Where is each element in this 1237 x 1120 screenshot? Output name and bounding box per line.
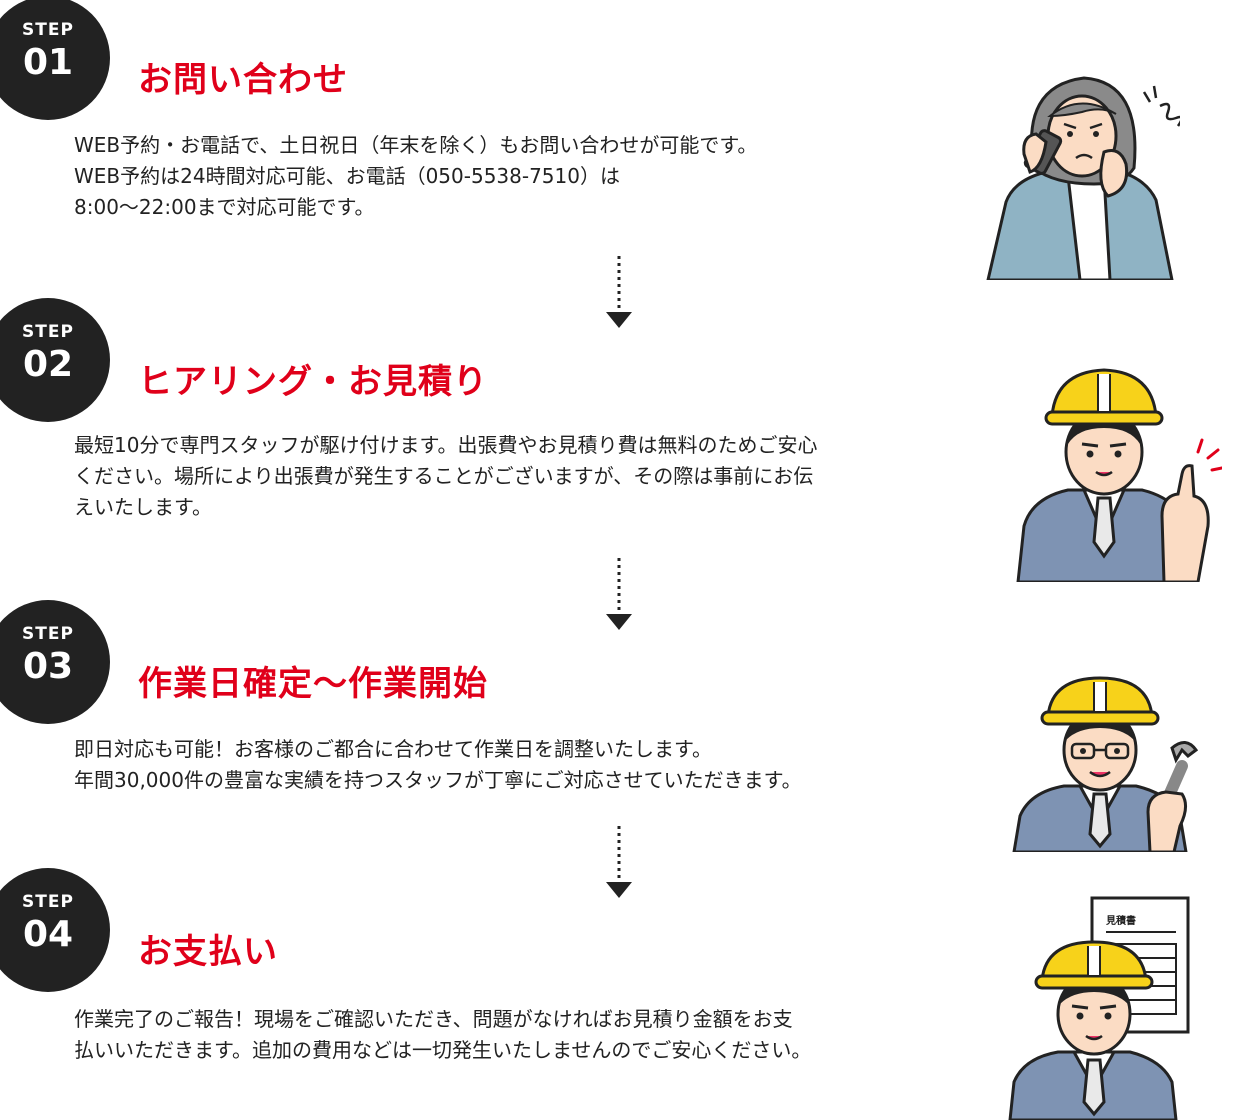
description-line: 即日対応も可能！お客様のご都合に合わせて作業日を調整いたします。 — [74, 737, 712, 761]
step-badge: STEP 03 — [0, 600, 110, 724]
description-line: 払いいただきます。追加の費用などは一切発生いたしませんのでご安心ください。 — [74, 1038, 812, 1062]
step-title: お問い合わせ — [138, 60, 348, 100]
description-line: 最短10分で専門スタッフが駆け付けます。出張費やお見積り費は無料のためご安心 — [74, 433, 818, 457]
worker-with-wrench-illustration — [1012, 676, 1199, 852]
description-line: えいたします。 — [74, 495, 212, 519]
step-badge-label: STEP — [22, 892, 74, 912]
step-badge-number: 01 — [22, 42, 74, 83]
step-badge: STEP 02 — [0, 298, 110, 422]
step-title: 作業日確定〜作業開始 — [138, 664, 488, 704]
step-title: ヒアリング・お見積り — [138, 362, 488, 402]
description-line: 作業完了のご報告！現場をご確認いただき、問題がなければお見積り金額をお支 — [74, 1007, 793, 1031]
worker-with-estimate-illustration: 見積書 — [1006, 896, 1192, 1120]
worker-pointing-illustration — [1016, 368, 1222, 582]
description-line: WEB予約は24時間対応可能、お電話（050-5538-7510）は — [74, 164, 620, 188]
step-badge-label: STEP — [22, 322, 74, 342]
step-title: お支払い — [138, 932, 278, 972]
step-badge: STEP 01 — [0, 0, 110, 120]
description-line: WEB予約・お電話で、土日祝日（年末を除く）もお問い合わせが可能です。 — [74, 133, 758, 157]
step-badge-number: 02 — [22, 344, 74, 385]
step-description: 最短10分で専門スタッフが駆け付けます。出張費やお見積り費は無料のためご安心 く… — [74, 430, 817, 523]
down-arrow-icon — [606, 826, 632, 898]
description-line: ください。場所により出張費が発生することがございますが、その際は事前にお伝 — [74, 464, 814, 488]
step-description: 作業完了のご報告！現場をご確認いただき、問題がなければお見積り金額をお支 払いい… — [74, 1004, 811, 1066]
woman-on-phone-illustration — [986, 76, 1180, 280]
step-badge-label: STEP — [22, 20, 74, 40]
down-arrow-icon — [606, 558, 632, 630]
description-line: 8:00〜22:00まで対応可能です。 — [74, 195, 375, 219]
step-badge-number: 03 — [22, 646, 74, 687]
step-description: 即日対応も可能！お客様のご都合に合わせて作業日を調整いたします。 年間30,00… — [74, 734, 802, 796]
step-badge-number: 04 — [22, 914, 74, 955]
step-description: WEB予約・お電話で、土日祝日（年末を除く）もお問い合わせが可能です。 WEB予… — [74, 130, 757, 223]
description-line: 年間30,000件の豊富な実績を持つスタッフが丁寧にご対応させていただきます。 — [74, 768, 802, 792]
step-badge-label: STEP — [22, 624, 74, 644]
estimate-document-label: 見積書 — [1106, 916, 1136, 927]
down-arrow-icon — [606, 256, 632, 328]
step-badge: STEP 04 — [0, 868, 110, 992]
